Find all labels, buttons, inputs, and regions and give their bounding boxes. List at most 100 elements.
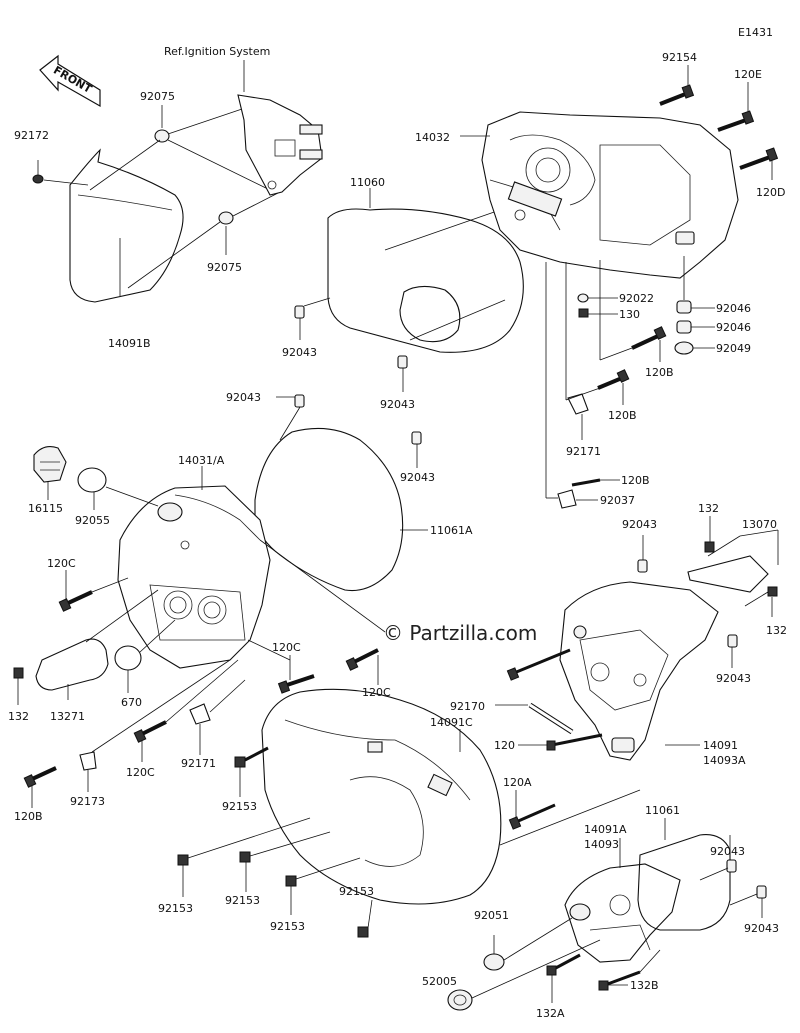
dowel-92043-e	[637, 535, 648, 573]
bolt-120e	[717, 82, 755, 132]
label-120b-a: 120B	[645, 366, 674, 379]
label-92051: 92051	[474, 909, 509, 922]
seal-52005	[447, 939, 601, 1011]
label-11060: 11060	[350, 176, 385, 189]
label-670: 670	[121, 696, 142, 709]
bolt-120c-c	[345, 648, 379, 685]
bolt-120b-d	[23, 766, 57, 808]
bolt-120c-b	[277, 655, 315, 694]
bolt-92172	[32, 160, 89, 186]
label-92043-d: 92043	[400, 471, 435, 484]
bolt-92153-a	[234, 746, 269, 797]
dowel-92043-h	[729, 885, 767, 918]
label-92043-f: 92043	[716, 672, 751, 685]
dowel-92043-b	[397, 355, 408, 392]
washer-92049	[674, 341, 715, 355]
o-ring-670	[114, 619, 176, 693]
bolt-120b-a	[631, 326, 667, 362]
label-92170: 92170	[450, 700, 485, 713]
plate-13271	[35, 589, 159, 700]
label-92171-a: 92171	[566, 445, 601, 458]
clamp-92037	[557, 489, 598, 509]
label-92153-b: 92153	[158, 902, 193, 915]
label-92153-c: 92153	[225, 894, 260, 907]
label-16115: 16115	[28, 502, 63, 515]
label-11061: 11061	[645, 804, 680, 817]
label-120c-d: 120C	[126, 766, 155, 779]
label-92075-lower: 92075	[207, 261, 242, 274]
label-92075-upper: 92075	[140, 90, 175, 103]
label-92043-b: 92043	[380, 398, 415, 411]
clamp-92171-b	[189, 679, 246, 755]
bolt-132b	[598, 949, 661, 991]
clamp-92171-a	[565, 387, 601, 440]
label-92154: 92154	[662, 51, 697, 64]
bolt-92154	[659, 65, 695, 106]
label-52005: 52005	[422, 975, 457, 988]
bolt-120c-d	[133, 720, 167, 762]
rod-92170	[495, 702, 574, 735]
bolt-120	[518, 733, 603, 751]
bolt-120d	[739, 147, 779, 180]
ignition-bracket	[237, 94, 323, 196]
label-132-left: 132	[8, 710, 29, 723]
dowel-92043-d	[411, 431, 422, 468]
label-13271: 13271	[50, 710, 85, 723]
cover-13070	[687, 529, 779, 593]
label-92171-b: 92171	[181, 757, 216, 770]
label-132b: 132B	[630, 979, 659, 992]
label-92173: 92173	[70, 795, 105, 808]
front-arrow-icon: FRONT	[39, 54, 101, 108]
label-14091c: 14091C	[430, 716, 473, 729]
bolt-120a	[508, 790, 556, 830]
bolt-120b-c	[571, 478, 620, 487]
dowel-92043-g	[699, 835, 737, 881]
label-92153-d: 92153	[270, 920, 305, 933]
label-92037: 92037	[600, 494, 635, 507]
label-14031a: 14031/A	[178, 454, 225, 467]
inner-cover-14032	[460, 111, 739, 279]
label-14091a: 14091A	[584, 823, 627, 836]
washer-92022	[577, 293, 618, 303]
label-92046-a: 92046	[716, 302, 751, 315]
bolt-120b-b	[597, 369, 630, 405]
bolt-130	[578, 308, 618, 318]
label-132-top: 132	[698, 502, 719, 515]
label-13070: 13070	[742, 518, 777, 531]
label-120e: 120E	[734, 68, 762, 81]
label-92043-h: 92043	[744, 922, 779, 935]
long-bolt-120-upper	[506, 648, 571, 681]
label-132-right: 132	[766, 624, 787, 637]
seal-92051	[483, 917, 573, 971]
label-120c-b: 120C	[272, 641, 301, 654]
label-92172: 92172	[14, 129, 49, 142]
grommet-92075-lower	[218, 211, 234, 255]
dowel-92043-a	[294, 297, 331, 340]
label-120b-d: 120B	[14, 810, 43, 823]
label-14032: 14032	[415, 131, 450, 144]
bolt-92153-d	[285, 857, 361, 915]
label-92043-a: 92043	[282, 346, 317, 359]
reference-note: Ref.Ignition System	[164, 45, 270, 58]
label-92043-c: 92043	[226, 391, 261, 404]
gasket-11061a	[254, 427, 428, 592]
clutch-cover-14031a	[117, 466, 271, 669]
watermark: © Partzilla.com	[383, 621, 537, 645]
label-14091b: 14091B	[108, 337, 151, 350]
bolt-132-b	[704, 516, 715, 553]
label-92043-e: 92043	[622, 518, 657, 531]
dowel-92043-c	[276, 394, 305, 441]
label-120: 120	[494, 739, 515, 752]
label-92043-g: 92043	[710, 845, 745, 858]
label-92022: 92022	[619, 292, 654, 305]
collar-92046-a	[676, 300, 715, 314]
label-92055: 92055	[75, 514, 110, 527]
cap-16115	[33, 446, 67, 500]
clip-92173	[79, 659, 231, 792]
outer-cover-14091c	[261, 688, 502, 905]
gasket-11060	[327, 188, 524, 353]
label-14093: 14093	[584, 838, 619, 851]
label-92153-e: 92153	[339, 885, 374, 898]
label-120c-c: 120C	[362, 686, 391, 699]
